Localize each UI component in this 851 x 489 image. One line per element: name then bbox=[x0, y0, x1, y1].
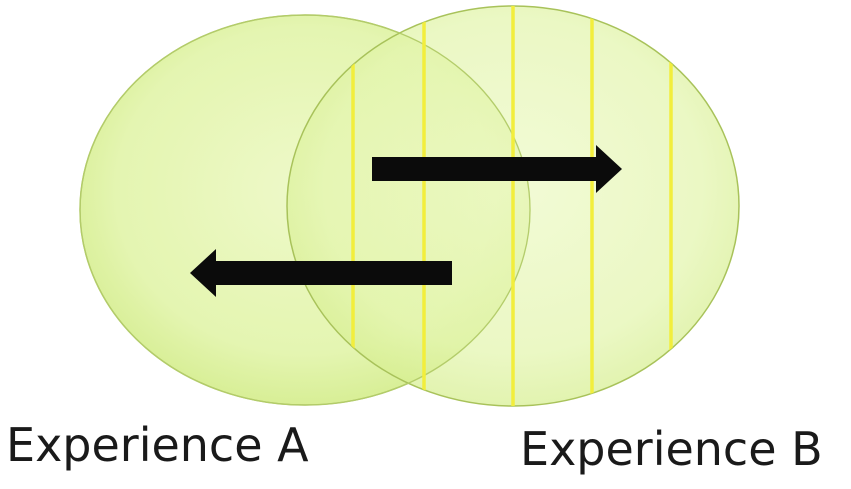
label-experience-b: Experience B bbox=[520, 422, 823, 476]
circle-experience-a-outline bbox=[79, 14, 531, 406]
arrow-right-icon bbox=[372, 145, 622, 193]
label-experience-a: Experience A bbox=[6, 418, 309, 472]
arrow-left-icon bbox=[190, 249, 452, 297]
circle-b-stripes bbox=[351, 6, 673, 406]
